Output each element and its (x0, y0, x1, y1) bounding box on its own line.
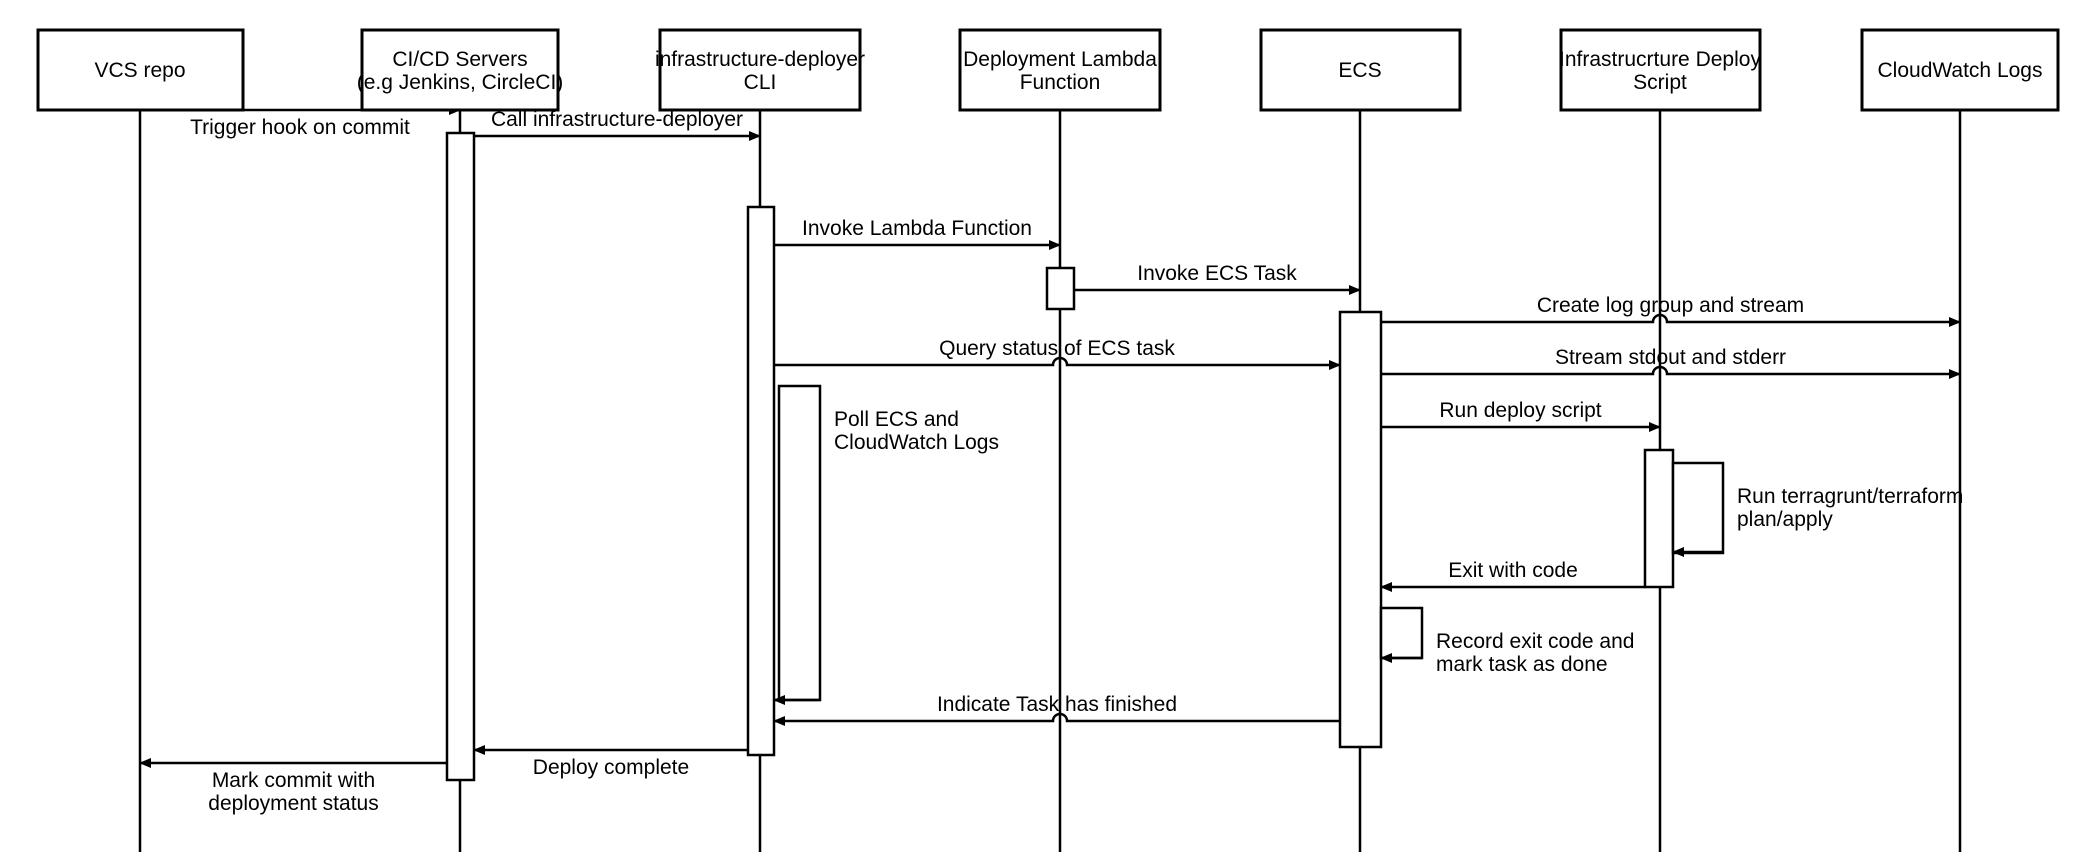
message-m6 (774, 356, 1341, 370)
participant-box-cli[interactable] (658, 28, 862, 112)
message-label-m1: Trigger hook on commit (190, 116, 410, 139)
activation-bar-ecs (1379, 606, 1424, 660)
message-label-m13: Indicate Task has finished (937, 693, 1177, 716)
activation-bar-deployscript (1671, 461, 1725, 555)
activation-bar-deployscript (1643, 448, 1675, 589)
message-label-m7: Stream stdout and stderr (1555, 346, 1786, 369)
message-arrow-m7 (1381, 365, 1961, 379)
message-m5 (1381, 313, 1961, 327)
participant-vcs[interactable]: VCS repo (36, 28, 245, 112)
activation-bar-lambda (1045, 266, 1076, 311)
activation-bar-cli (777, 384, 822, 702)
participant-boxes-layer: VCS repo CI/CD Servers(e.g Jenkins, Circl… (36, 28, 2060, 112)
participant-box-lambda[interactable] (958, 28, 1162, 112)
message-arrow-m13 (773, 712, 1340, 726)
participant-label-cwlogs: CloudWatch Logs (1878, 59, 2043, 82)
message-label-m6: Query status of ECS task (939, 337, 1175, 360)
participant-box-ecs[interactable] (1259, 28, 1462, 112)
activation-bar-cicd (445, 131, 476, 782)
message-label-m5: Create log group and stream (1537, 294, 1804, 317)
participant-label-vcs: VCS repo (94, 59, 185, 82)
message-label-m8: Run deploy script (1439, 399, 1601, 422)
message-label-m3: Invoke Lambda Function (802, 217, 1032, 240)
message-label-m2: Call infrastructure-deployer (491, 108, 743, 131)
activation-bar-ecs (1338, 310, 1383, 749)
message-arrow-m5 (1381, 313, 1961, 327)
message-arrow-m6 (774, 356, 1341, 370)
participant-box-cwlogs[interactable] (1860, 28, 2060, 112)
participant-box-cicd[interactable] (360, 28, 560, 112)
message-m7 (1381, 365, 1961, 379)
message-m13 (773, 712, 1340, 726)
participant-ecs[interactable]: ECS (1259, 28, 1462, 112)
message-label-m4: Invoke ECS Task (1137, 262, 1297, 285)
participant-cwlogs[interactable]: CloudWatch Logs (1860, 28, 2060, 112)
participant-cicd[interactable]: CI/CD Servers(e.g Jenkins, CircleCI) (357, 28, 564, 112)
participant-label-cicd: CI/CD Servers(e.g Jenkins, CircleCI) (357, 48, 564, 94)
message-label-m10: Exit with code (1448, 559, 1578, 582)
participant-box-deployscript[interactable] (1559, 28, 1762, 112)
activation-bar-cli (746, 205, 776, 757)
participant-box-vcs[interactable] (36, 28, 245, 112)
message-label-m14: Deploy complete (533, 756, 689, 779)
participant-label-ecs: ECS (1338, 59, 1381, 82)
messages-layer: Trigger hook on commit Call infrastructur… (139, 105, 1963, 815)
activations-layer (445, 131, 1725, 782)
